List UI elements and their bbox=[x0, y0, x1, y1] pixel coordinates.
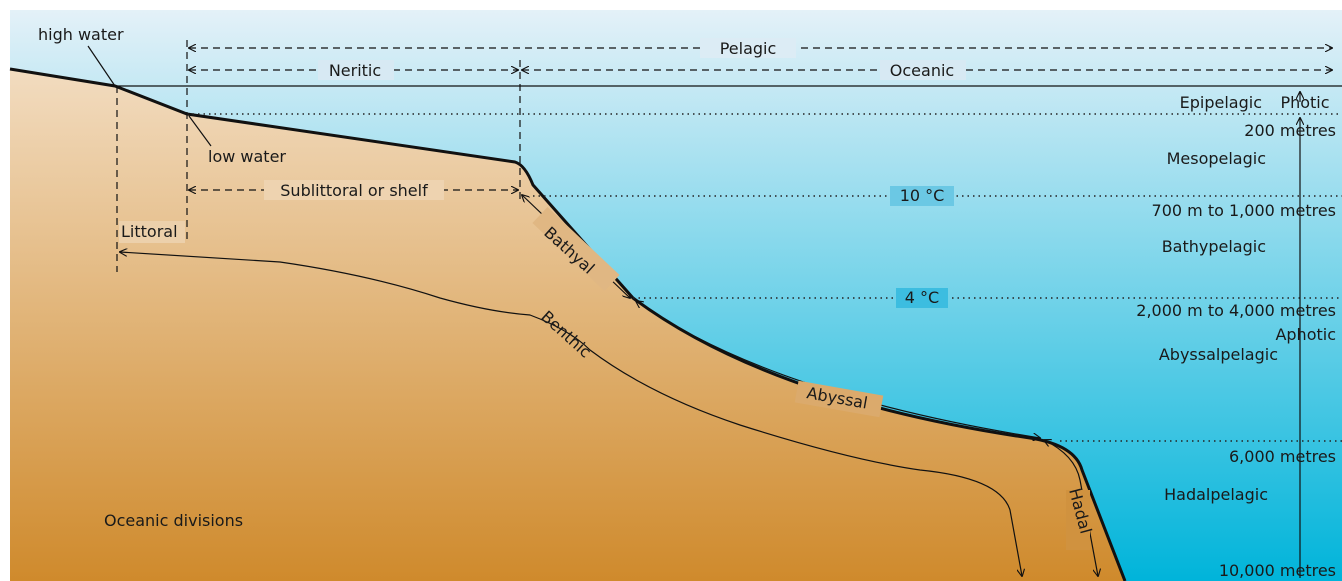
high-water-label: high water bbox=[38, 25, 124, 44]
pelagic-label-bg bbox=[700, 38, 796, 58]
depth-label-200: 200 metres bbox=[1244, 121, 1336, 140]
sublittoral-label-bg bbox=[264, 180, 444, 200]
zone-epipelagic: Epipelagic bbox=[1180, 93, 1262, 112]
temperature-10c: 10 °C bbox=[900, 186, 945, 205]
benthic-curve bbox=[120, 252, 1022, 576]
hadal-label-bg bbox=[1066, 490, 1090, 550]
zone-mesopelagic: Mesopelagic bbox=[1167, 149, 1266, 168]
high-water-leader bbox=[87, 45, 116, 87]
photic-label: Photic bbox=[1280, 93, 1329, 112]
diagram-title: Oceanic divisions bbox=[104, 511, 243, 530]
depth-label-6000: 6,000 metres bbox=[1229, 447, 1336, 466]
neritic-label-bg bbox=[318, 60, 394, 80]
oceanic-label: Oceanic bbox=[890, 61, 954, 80]
temp-4-bg bbox=[896, 288, 948, 308]
depth-label-4000: 2,000 m to 4,000 metres bbox=[1136, 301, 1336, 320]
aphotic-label: Aphotic bbox=[1275, 325, 1336, 344]
depth-label-10000: 10,000 metres bbox=[1219, 561, 1336, 580]
temperature-4c: 4 °C bbox=[905, 288, 939, 307]
depth-label-1000: 700 m to 1,000 metres bbox=[1152, 201, 1336, 220]
zone-abyssalpelagic: Abyssalpelagic bbox=[1159, 345, 1278, 364]
zone-bathypelagic: Bathypelagic bbox=[1162, 237, 1266, 256]
hadal-arrow bbox=[1044, 440, 1098, 576]
zone-hadalpelagic: Hadalpelagic bbox=[1164, 485, 1268, 504]
littoral-label-bg bbox=[119, 221, 185, 243]
bathyal-label-bg bbox=[532, 207, 620, 291]
oceanic-label-bg bbox=[880, 60, 966, 80]
temp-10-bg bbox=[890, 186, 954, 206]
abyssal-label-bg bbox=[794, 380, 884, 418]
sublittoral-label: Sublittoral or shelf bbox=[280, 181, 428, 200]
low-water-label: low water bbox=[208, 147, 286, 166]
neritic-label: Neritic bbox=[329, 61, 381, 80]
low-water-leader bbox=[188, 115, 212, 147]
littoral-label: Littoral bbox=[121, 222, 178, 241]
pelagic-label: Pelagic bbox=[720, 39, 777, 58]
